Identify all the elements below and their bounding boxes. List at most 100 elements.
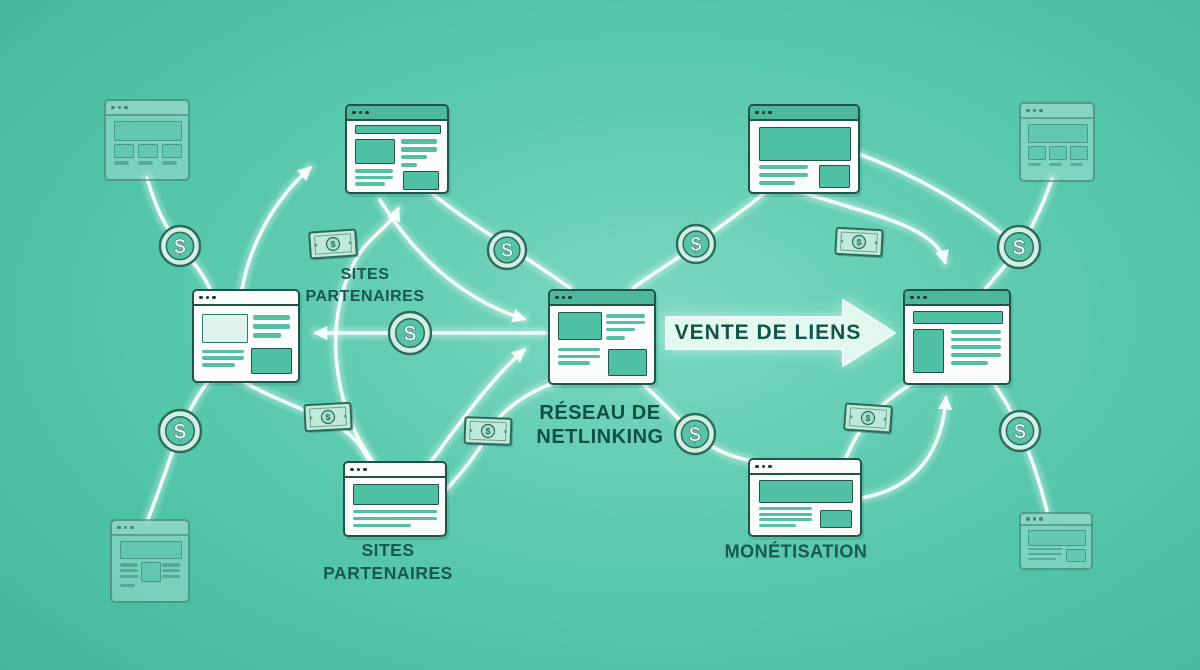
label-sites-partenaires-top: SITES PARTENAIRES	[305, 266, 425, 305]
window-content-block	[119, 584, 135, 588]
window-content	[1021, 119, 1093, 180]
window-dot	[910, 295, 914, 300]
window-content-block	[558, 354, 600, 359]
window-content-block	[114, 161, 129, 165]
window-content-block	[401, 139, 437, 144]
window-dot	[1039, 108, 1043, 113]
window-dot	[1026, 517, 1030, 521]
window-content-block	[162, 575, 181, 579]
window-content-block	[140, 562, 162, 582]
window-content-block	[1028, 552, 1062, 556]
window-dot	[212, 295, 216, 300]
link-curve	[854, 151, 1015, 245]
window-content-block	[137, 161, 153, 165]
window-content-block	[253, 315, 290, 320]
dollar-coin-icon: $	[157, 408, 203, 454]
window-dot	[768, 464, 772, 469]
window-content-block	[202, 363, 235, 367]
window-content-block	[1049, 145, 1067, 161]
window-dot	[350, 467, 354, 472]
window-content	[750, 475, 860, 535]
window-content-block	[1049, 162, 1063, 166]
window-content	[750, 121, 858, 192]
window-titlebar	[1021, 104, 1093, 119]
window-content-block	[606, 313, 645, 318]
window-content-block	[202, 356, 244, 360]
window-content-block	[758, 523, 797, 527]
window-content-block	[913, 311, 1003, 325]
label-reseau-de-netlinking: RÉSEAU DE NETLINKING	[536, 402, 664, 448]
window-content-block	[758, 512, 812, 516]
dollar-coin-icon: $	[486, 229, 528, 271]
money-bill-icon: $	[308, 228, 359, 261]
window-content-block	[355, 169, 393, 173]
window-dot	[365, 110, 369, 115]
vente-de-liens-arrow	[665, 299, 896, 367]
window-titlebar	[1021, 514, 1091, 526]
money-bill-icon: $	[303, 401, 354, 433]
svg-text:$: $	[856, 237, 862, 247]
svg-text:$: $	[865, 413, 871, 423]
window-content-block	[913, 329, 945, 374]
window-content	[106, 116, 188, 179]
window-content-block	[950, 360, 989, 365]
window-titlebar	[194, 291, 298, 306]
window-dot	[916, 295, 920, 300]
window-dot	[356, 467, 360, 472]
window-dot	[199, 295, 203, 300]
window-dot	[358, 110, 362, 115]
site-top-left-faded	[104, 99, 190, 181]
window-content-block	[161, 161, 177, 165]
site-left	[192, 289, 300, 383]
window-content-block	[820, 509, 853, 528]
window-titlebar	[112, 521, 188, 536]
window-titlebar	[345, 463, 445, 478]
window-dot	[111, 105, 115, 110]
window-titlebar	[347, 106, 447, 121]
dollar-coin-icon: $	[673, 412, 717, 456]
window-content-block	[1028, 557, 1056, 561]
window-content-block	[1065, 548, 1086, 563]
svg-text:$: $	[501, 240, 512, 262]
window-content-block	[253, 324, 290, 329]
window-dot	[117, 525, 121, 530]
window-dot	[755, 110, 759, 115]
window-content-block	[114, 143, 135, 159]
window-dot	[768, 110, 772, 115]
window-content	[112, 536, 188, 601]
window-dot	[923, 295, 927, 300]
window-content-block	[608, 349, 647, 376]
site-top-center	[345, 104, 449, 194]
window-dot	[755, 464, 759, 469]
window-dot	[123, 525, 127, 530]
window-content-block	[353, 509, 437, 514]
window-content-block	[950, 352, 1001, 357]
window-content-block	[819, 165, 851, 189]
link-curve	[860, 395, 953, 500]
window-content-block	[355, 124, 441, 135]
window-dot	[117, 105, 121, 110]
window-content-block	[202, 313, 248, 343]
window-content-block	[758, 172, 809, 178]
svg-text:$: $	[690, 234, 701, 256]
window-content-block	[758, 165, 809, 170]
dollar-coin-icon: $	[996, 224, 1042, 270]
window-content-block	[401, 162, 417, 168]
link-curve	[428, 348, 527, 465]
link-curve	[796, 189, 949, 265]
window-titlebar	[106, 101, 188, 116]
window-content-block	[162, 563, 181, 567]
window-content-block	[558, 361, 590, 366]
label-vente-de-liens: VENTE DE LIENS	[674, 321, 862, 344]
window-content-block	[558, 312, 602, 341]
window-content-block	[137, 143, 158, 159]
window-content	[550, 306, 654, 383]
window-dot	[761, 464, 765, 469]
window-content-block	[1028, 162, 1042, 166]
window-content-block	[353, 523, 411, 527]
window-content-block	[1028, 547, 1062, 551]
window-content-block	[950, 329, 1001, 334]
window-content-block	[202, 349, 244, 354]
window-content-block	[558, 347, 600, 352]
